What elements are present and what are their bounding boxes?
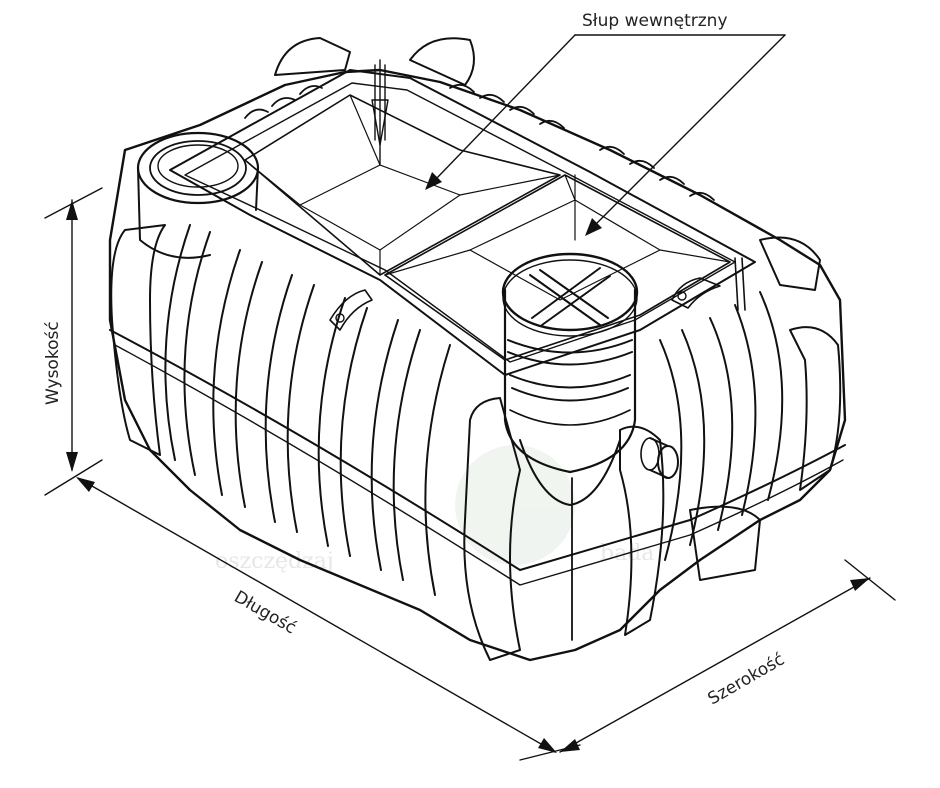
tank-body	[108, 37, 847, 662]
height-arrow-bottom	[66, 452, 78, 472]
foot-front-left	[463, 397, 521, 661]
inner-column-label: Słup wewnętrzny	[582, 11, 728, 31]
width-label: Szerokość	[705, 649, 789, 709]
height-arrow-top	[66, 200, 78, 220]
side-handle-right-hole	[677, 291, 687, 301]
foot-back-right	[689, 505, 761, 581]
cavity-right-floor	[469, 199, 661, 301]
cavity-left-edge-1	[244, 159, 301, 206]
tank-belt-lower	[114, 344, 844, 586]
lid-cross-icon	[529, 267, 611, 326]
inlet-ring	[136, 131, 260, 259]
top-crest	[244, 83, 715, 201]
foot-front-right	[619, 425, 665, 636]
top-rim-inner	[184, 82, 736, 363]
watermark: oszczędzaj bada	[215, 445, 654, 574]
inner-column-left	[371, 59, 389, 166]
rod-right	[734, 257, 739, 311]
lug-left-end	[110, 224, 166, 456]
length-arrow-end	[538, 738, 557, 753]
chimney-lid	[501, 252, 639, 337]
lug-right-top	[759, 236, 821, 291]
cavity-right-edge-2	[659, 249, 731, 263]
lug-top-right	[409, 37, 475, 86]
cavity-right	[384, 174, 731, 361]
watermark-left-text: oszczędzaj	[215, 549, 334, 574]
rod-right-2	[741, 257, 746, 311]
width-dimension: Szerokość	[559, 559, 896, 753]
height-label: Wysokość	[43, 321, 63, 405]
length-label: Długość	[231, 587, 300, 638]
inspection-chimney	[503, 288, 637, 641]
cavity-left-edge-3	[459, 174, 561, 196]
lug-right-end	[789, 326, 842, 491]
height-dimension: Wysokość	[43, 187, 103, 496]
lug-top-left	[274, 37, 351, 76]
cavity-right-edge-3	[384, 249, 471, 276]
watermark-drop-icon	[455, 445, 575, 565]
inner-column-callout: Słup wewnętrzny	[425, 11, 786, 236]
width-arrow-start	[560, 739, 580, 752]
tank-belt	[109, 329, 846, 571]
outlet-pipe	[640, 437, 679, 479]
width-arrow-end	[850, 578, 870, 591]
cavity-right-edge-1	[564, 174, 576, 201]
cavity-left	[244, 94, 561, 276]
tank-ribs	[164, 224, 784, 596]
side-handle-left	[329, 289, 373, 331]
cavity-left-edge-2	[349, 94, 381, 166]
callout-arrow-right	[585, 218, 602, 236]
side-handle-left-hole	[335, 313, 345, 323]
callout-arrow-left	[425, 172, 442, 190]
side-handle-right	[671, 277, 721, 309]
length-arrow-start	[76, 477, 95, 492]
